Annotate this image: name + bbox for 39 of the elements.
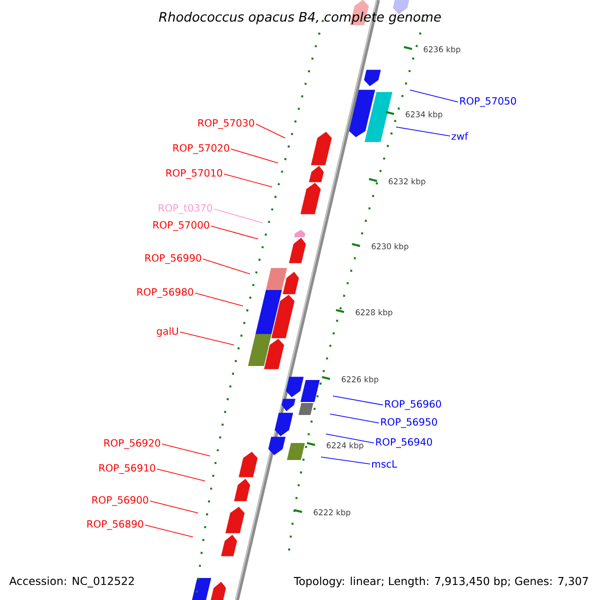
leader-line bbox=[320, 456, 370, 464]
gene-label: ROP_57030 bbox=[198, 119, 254, 129]
leader-line bbox=[332, 396, 384, 406]
leader-line bbox=[410, 90, 458, 102]
leader-line bbox=[224, 174, 272, 188]
gene-label: ROP_56920 bbox=[104, 439, 160, 449]
leader-line bbox=[230, 148, 278, 164]
leader-line bbox=[396, 126, 450, 136]
leader-line bbox=[210, 226, 258, 240]
gene-label: ROP_56960 bbox=[385, 400, 441, 410]
title: Rhodococcus opacus B4, complete genome bbox=[158, 12, 441, 24]
gene-label: galU bbox=[156, 327, 178, 337]
leader-line bbox=[144, 524, 194, 538]
leader-line bbox=[256, 124, 286, 138]
gene-label: ROP_56910 bbox=[99, 464, 156, 474]
leader-line bbox=[214, 208, 264, 224]
leader-line bbox=[162, 444, 210, 456]
gene-label: ROP_57010 bbox=[166, 169, 222, 179]
gene-label: ROP_56950 bbox=[381, 418, 437, 428]
leader-line bbox=[150, 500, 198, 514]
gene-label: ROP_56940 bbox=[376, 438, 432, 448]
gene-label: ROP_56890 bbox=[87, 520, 144, 530]
gene-label: ROP_56980 bbox=[137, 288, 194, 298]
gene-label: ROP_57000 bbox=[153, 221, 210, 231]
leader-line bbox=[194, 292, 244, 306]
gene-label: ROP_57050 bbox=[460, 97, 516, 107]
leader-line bbox=[156, 468, 206, 482]
gene-label: zwf bbox=[452, 132, 468, 140]
leader-line bbox=[330, 414, 380, 424]
leader-line bbox=[180, 332, 234, 346]
gene-label: ROP_t0370 bbox=[158, 204, 212, 214]
gene-label: ROP_56990 bbox=[145, 254, 202, 264]
gene-label: mscL bbox=[372, 460, 398, 468]
gene-label: ROP_57020 bbox=[173, 144, 230, 154]
leader-line bbox=[202, 258, 250, 274]
summary-text: Topology: linear; Length: 7,913,450 bp; Genes: 7,307 bbox=[294, 576, 588, 588]
gene-label: ROP_56900 bbox=[92, 496, 148, 506]
leader-line bbox=[326, 434, 374, 444]
accession-text: Accession: NC_012522 bbox=[9, 576, 134, 588]
